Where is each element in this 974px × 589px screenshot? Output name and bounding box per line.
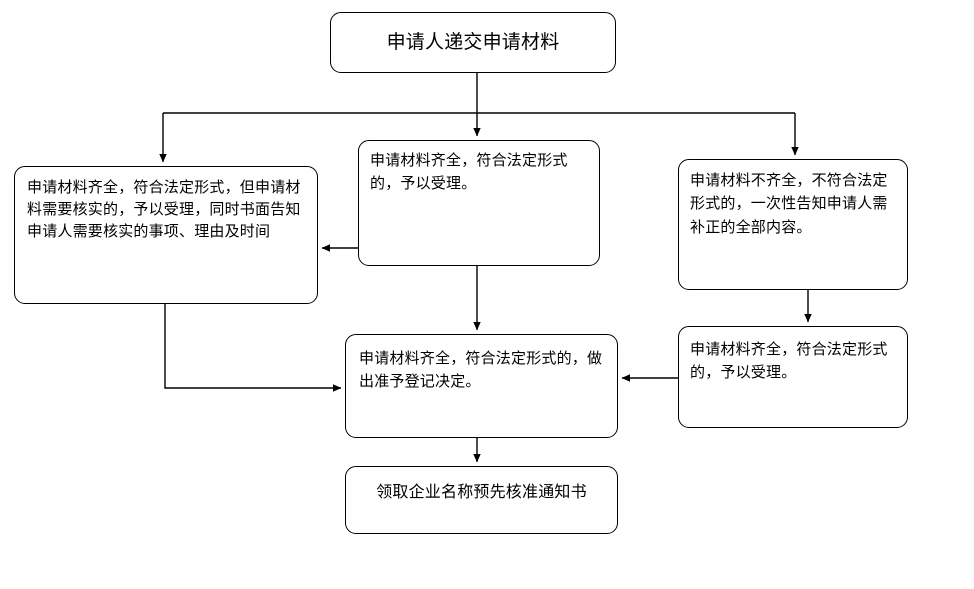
- node-accept-with-verification: 申请材料齐全，符合法定形式，但申请材料需要核实的，予以受理，同时书面告知申请人需…: [14, 166, 318, 304]
- node-accept-complete-materials: 申请材料齐全，符合法定形式的，予以受理。: [358, 140, 600, 266]
- node-accept-with-verification-label: 申请材料齐全，符合法定形式，但申请材料需要核实的，予以受理，同时书面告知申请人需…: [27, 178, 301, 241]
- node-incomplete-materials-notice: 申请材料不齐全，不符合法定形式的，一次性告知申请人需补正的全部内容。: [678, 159, 908, 290]
- node-collect-approval-notice-label: 领取企业名称预先核准通知书: [376, 482, 587, 501]
- node-collect-approval-notice: 领取企业名称预先核准通知书: [345, 466, 618, 534]
- node-accept-after-correction: 申请材料齐全，符合法定形式的，予以受理。: [678, 326, 908, 428]
- node-registration-decision-label: 申请材料齐全，符合法定形式的，做出准予登记决定。: [359, 349, 603, 390]
- node-registration-decision: 申请材料齐全，符合法定形式的，做出准予登记决定。: [345, 334, 618, 438]
- node-accept-complete-materials-label: 申请材料齐全，符合法定形式的，予以受理。: [370, 151, 568, 192]
- edge-verify-to-decision: [164, 304, 342, 392]
- node-incomplete-materials-notice-label: 申请材料不齐全，不符合法定形式的，一次性告知申请人需补正的全部内容。: [690, 171, 888, 236]
- node-submit-application: 申请人递交申请材料: [330, 12, 616, 73]
- node-accept-after-correction-label: 申请材料齐全，符合法定形式的，予以受理。: [690, 340, 888, 381]
- node-submit-application-label: 申请人递交申请材料: [386, 31, 560, 53]
